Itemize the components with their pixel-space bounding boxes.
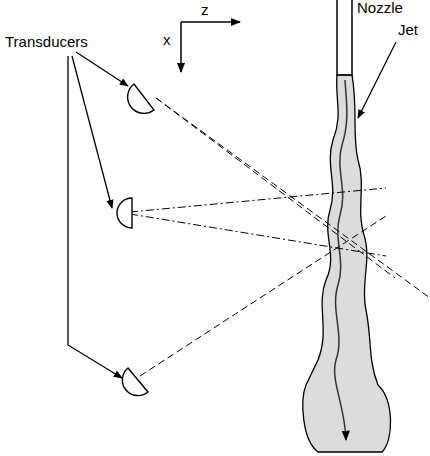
nozzle-wall [336, 0, 338, 76]
axis-label: z [200, 2, 210, 19]
leader-line [68, 52, 128, 378]
transducer-symbol [117, 84, 154, 396]
part-label: Transducers [4, 34, 89, 51]
x-axis [180, 22, 182, 72]
part-label: Nozzle [356, 0, 404, 17]
beam-lines [130, 98, 430, 376]
nozzle-tip [337, 75, 352, 76]
axis-label: x [162, 32, 172, 49]
liquid-jet [303, 75, 391, 452]
nozzle-wall [351, 0, 353, 76]
leader-line [358, 42, 396, 118]
z-axis [181, 21, 240, 23]
part-label: Jet [397, 22, 419, 39]
flow-arrow [335, 80, 347, 440]
